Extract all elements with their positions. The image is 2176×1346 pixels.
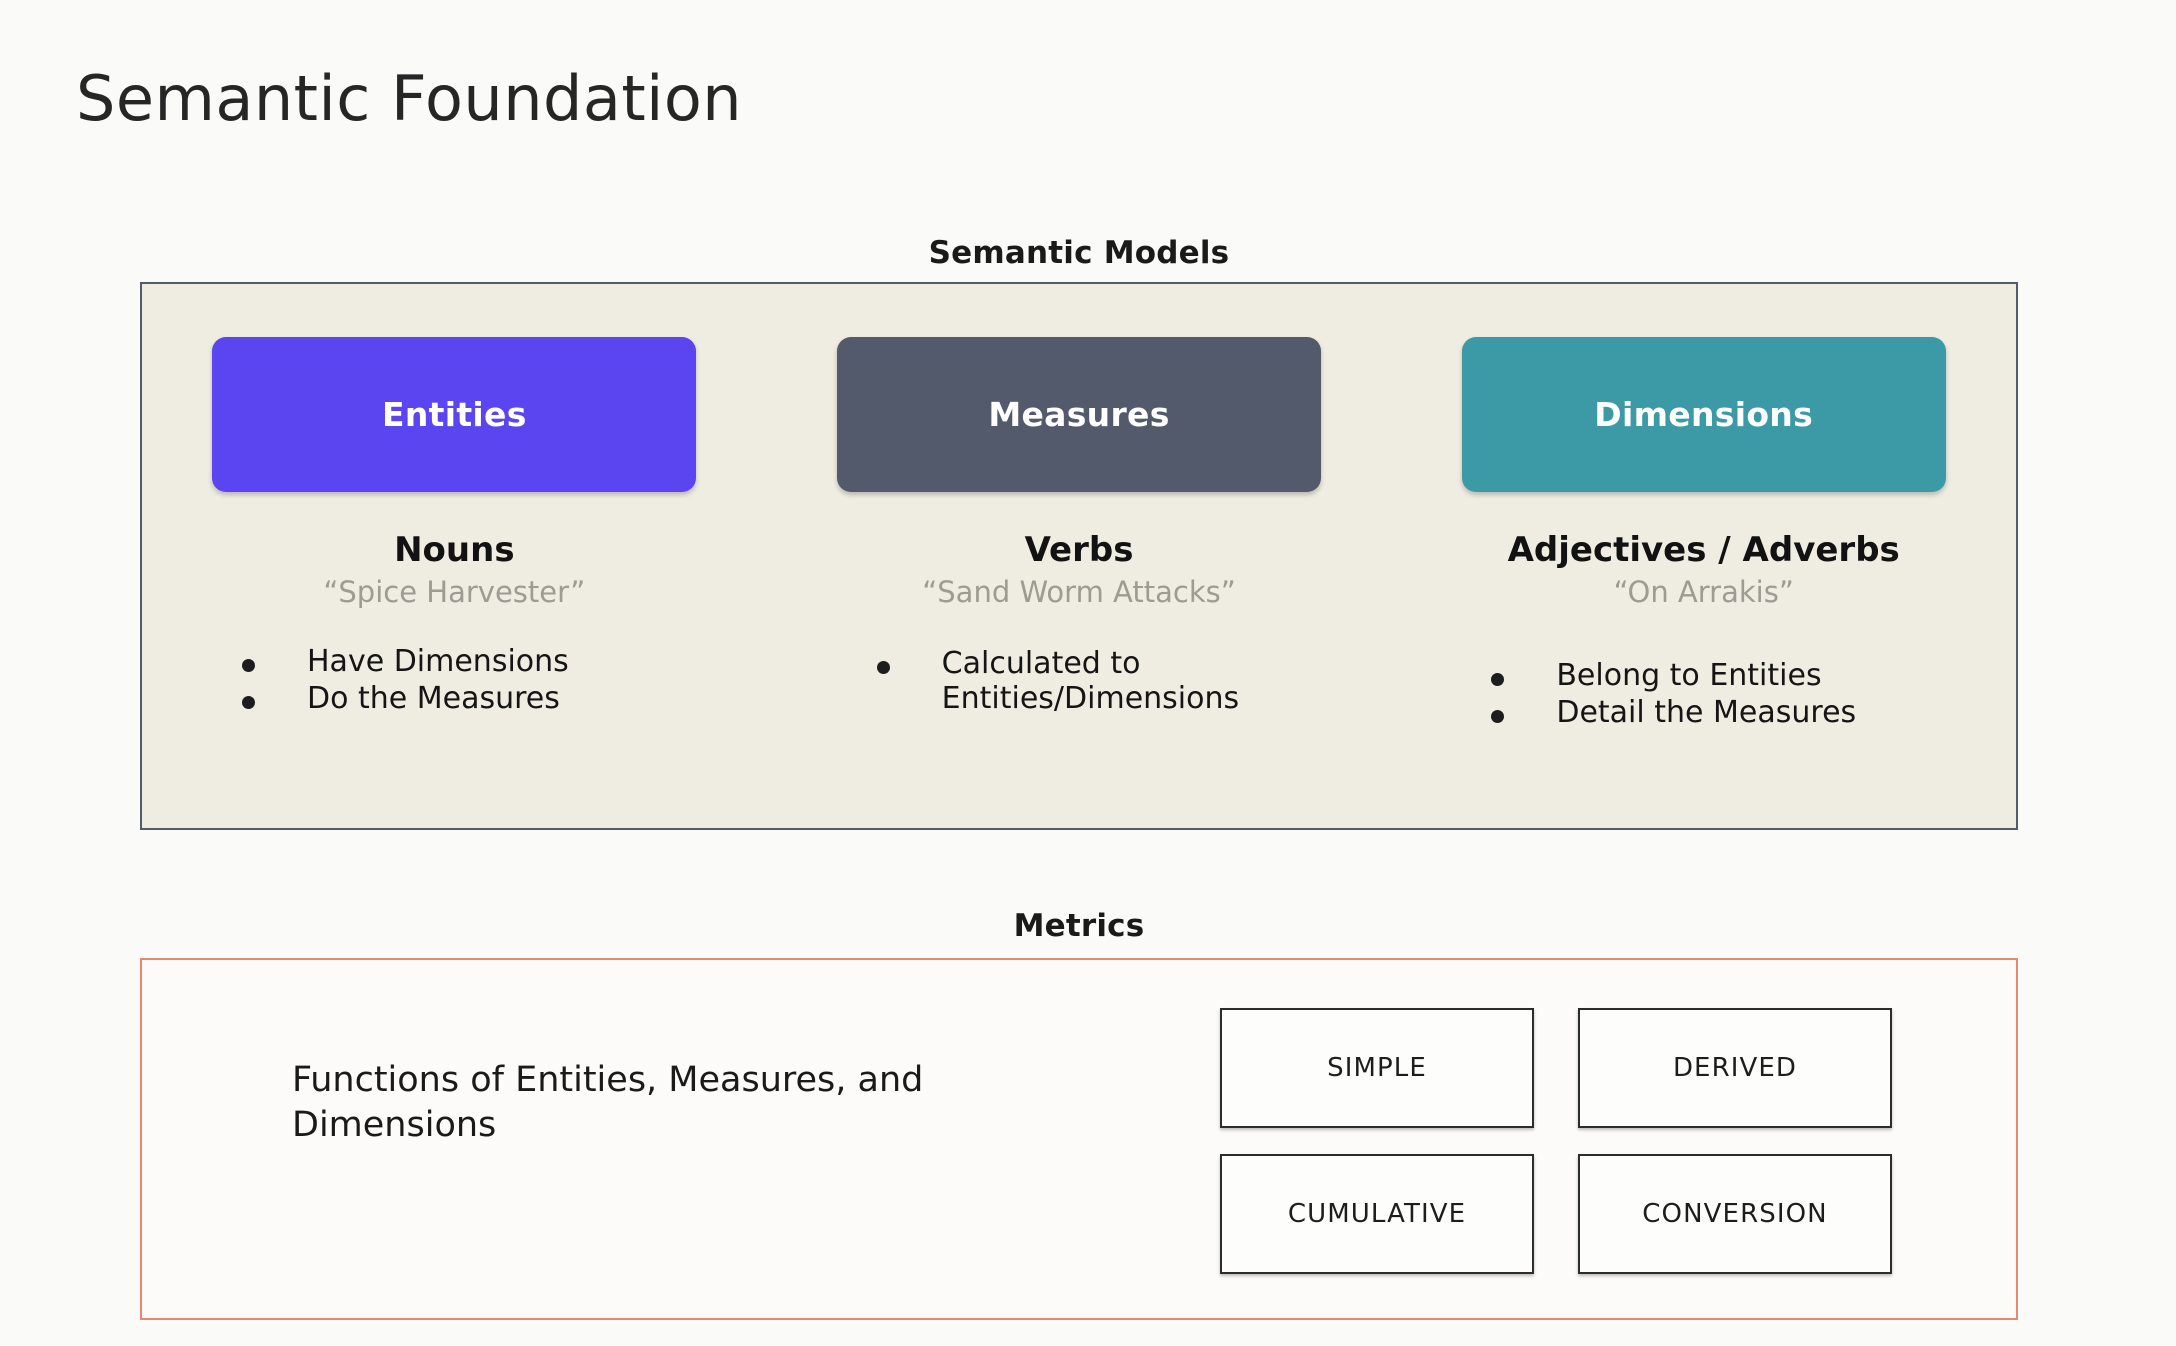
model-column-dimensions: Dimensions Adjectives / Adverbs “On Arra… <box>1391 284 2016 828</box>
chip-entities[interactable]: Entities <box>212 337 697 492</box>
bullet-label: Have Dimensions <box>307 643 569 679</box>
bullet-dot-icon <box>1491 710 1505 724</box>
metric-type-conversion[interactable]: CONVERSION <box>1578 1154 1892 1274</box>
metric-type-cumulative[interactable]: CUMULATIVE <box>1220 1154 1534 1274</box>
bullet-label: Calculated to Entities/Dimensions <box>941 645 1240 717</box>
bullet-dot-icon <box>242 658 255 672</box>
bullet-label: Belong to Entities <box>1556 657 1822 693</box>
model-column-measures: Measures Verbs “Sand Worm Attacks” Calcu… <box>767 284 1392 828</box>
metric-type-simple[interactable]: SIMPLE <box>1220 1008 1534 1128</box>
part-of-speech-entities: Nouns <box>394 530 515 570</box>
example-dimensions: “On Arrakis” <box>1613 574 1794 609</box>
list-item: Detail the Measures <box>1491 695 2016 730</box>
chip-measures[interactable]: Measures <box>837 337 1321 492</box>
list-item: Have Dimensions <box>242 644 767 679</box>
semantic-models-caption: Semantic Models <box>928 235 1230 271</box>
part-of-speech-dimensions: Adjectives / Adverbs <box>1507 530 1900 570</box>
metrics-caption: Metrics <box>1013 908 1145 944</box>
metric-type-derived[interactable]: DERIVED <box>1578 1008 1892 1128</box>
example-measures: “Sand Worm Attacks” <box>922 574 1236 609</box>
bullet-label: Detail the Measures <box>1556 695 1857 731</box>
list-item: Calculated to Entities/Dimensions <box>876 645 1392 717</box>
model-column-entities: Entities Nouns “Spice Harvester” Have Di… <box>142 284 767 828</box>
metrics-panel: Functions of Entities, Measures, and Dim… <box>140 958 2018 1320</box>
semantic-models-panel: Entities Nouns “Spice Harvester” Have Di… <box>140 282 2018 830</box>
bullet-label: Do the Measures <box>307 681 560 717</box>
bullet-dot-icon <box>876 660 890 674</box>
part-of-speech-measures: Verbs <box>1024 530 1134 570</box>
metric-types-grid: SIMPLE DERIVED CUMULATIVE CONVERSION <box>1220 1008 1892 1274</box>
semantic-models-grid: Entities Nouns “Spice Harvester” Have Di… <box>142 284 2016 828</box>
bullet-list-entities: Have Dimensions Do the Measures <box>142 644 767 719</box>
chip-dimensions[interactable]: Dimensions <box>1461 337 1946 492</box>
bullet-dot-icon <box>242 696 255 710</box>
page-title: Semantic Foundation <box>76 62 743 135</box>
list-item: Belong to Entities <box>1491 658 2016 693</box>
bullet-dot-icon <box>1491 672 1505 686</box>
example-entities: “Spice Harvester” <box>323 574 586 609</box>
bullet-list-measures: Calculated to Entities/Dimensions <box>767 646 1392 719</box>
list-item: Do the Measures <box>242 681 767 716</box>
metrics-description: Functions of Entities, Measures, and Dim… <box>292 1060 924 1145</box>
bullet-list-dimensions: Belong to Entities Detail the Measures <box>1391 658 2016 733</box>
